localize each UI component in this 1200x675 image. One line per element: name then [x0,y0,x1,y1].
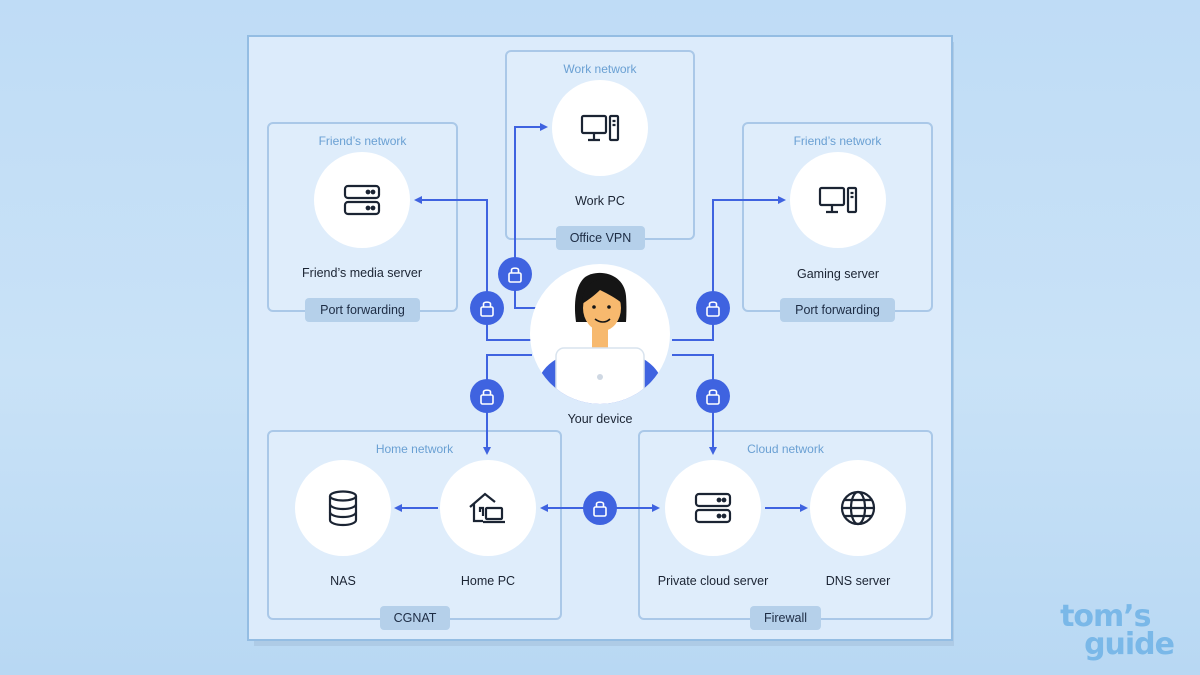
tag-port-forwarding-left: Port forwarding [305,298,420,322]
server-icon [694,492,732,524]
node-work-pc [552,80,648,176]
home-computer-icon [469,492,505,524]
tag-firewall: Firewall [750,606,821,630]
lock-badge-private-cloud [696,379,730,413]
database-icon [328,490,358,527]
group-title-cloud: Cloud network [747,442,824,456]
lock-icon [480,301,494,317]
tag-office-vpn: Office VPN [556,226,645,250]
group-title-work: Work network [563,62,637,76]
label-private-cloud-server: Private cloud server [657,574,769,588]
desktop-computer-icon [580,114,620,142]
lock-badge-media-server [470,291,504,325]
label-work-pc: Work PC [575,194,625,208]
lock-icon [480,389,494,405]
group-home-network: Home network [267,430,562,620]
tag-cgnat: CGNAT [380,606,450,630]
link-gaming-server [672,196,786,341]
lock-badge-home-pc [470,379,504,413]
lock-icon [706,389,720,405]
lock-badge-work [498,257,532,291]
group-title-friend-left: Friend’s network [318,134,407,148]
label-media-server: Friend’s media server [302,266,422,280]
lock-icon [706,301,720,317]
tag-port-forwarding-right: Port forwarding [780,298,895,322]
node-private-cloud-server [665,460,761,556]
node-your-device [530,264,670,404]
label-gaming-server: Gaming server [797,267,879,281]
server-icon [343,184,381,216]
node-nas [295,460,391,556]
label-home-pc: Home PC [460,574,516,588]
label-nas: NAS [330,574,356,588]
globe-icon [840,490,876,526]
link-media-server [414,196,532,341]
label-dns-server: DNS server [825,574,891,588]
label-your-device: Your device [567,412,633,426]
link-work-pc [514,123,548,309]
lock-icon [508,267,522,283]
logo-line-2: guide [1084,627,1175,662]
person-with-laptop-icon [534,272,666,404]
node-media-server [314,152,410,248]
node-gaming-server [790,152,886,248]
lock-icon [593,501,607,517]
link-home-pc [483,354,532,455]
toms-guide-logo: tom’s guide [1060,599,1175,662]
group-title-friend-right: Friend’s network [793,134,882,148]
logo-line-1: tom’s [1060,599,1151,634]
desktop-computer-icon [818,186,858,214]
link-private-cloud [672,354,717,455]
lock-badge-gaming-server [696,291,730,325]
lock-badge-home-to-cloud [583,491,617,525]
node-home-pc [440,460,536,556]
node-dns-server [810,460,906,556]
group-title-home: Home network [375,442,454,456]
